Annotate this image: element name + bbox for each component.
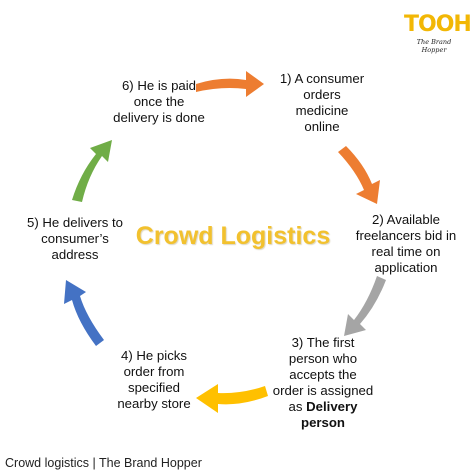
arrow-step4-to-step5 <box>64 280 104 346</box>
step-5-delivers: 5) He delivers to consumer’s address <box>10 215 140 263</box>
step-3-bold-person: person <box>301 415 345 430</box>
step-4-line: nearby store <box>117 396 191 411</box>
step-2-line: 2) Available <box>372 212 440 227</box>
step-5-line: consumer’s <box>41 231 109 246</box>
step-4-picks-order: 4) He picks order from specified nearby … <box>96 348 212 412</box>
step-6-line: once the <box>133 94 185 109</box>
step-3-as: as <box>288 399 303 414</box>
step-3-line: accepts the <box>289 367 357 382</box>
step-3-line: as Delivery <box>260 399 386 415</box>
step-6-paid: 6) He is paid once the delivery is done <box>96 78 222 126</box>
step-1-line: online <box>304 119 340 134</box>
step-1-line: orders <box>303 87 341 102</box>
step-4-line: order from <box>123 364 185 379</box>
step-2-freelancers-bid: 2) Available freelancers bid in real tim… <box>338 212 474 276</box>
step-3-line: person who <box>288 351 358 366</box>
logo-mark: TOOH <box>404 12 472 37</box>
step-1-consumer-orders: 1) A consumer orders medicine online <box>262 71 382 135</box>
step-2-line: application <box>374 260 438 275</box>
step-5-line: 5) He delivers to <box>26 215 123 230</box>
center-title: Crowd Logistics <box>135 222 331 250</box>
step-2-line: real time on <box>371 244 441 259</box>
step-3-bold-delivery: Delivery <box>306 399 358 414</box>
step-5-line: address <box>51 247 99 262</box>
step-4-line: 4) He picks <box>121 348 187 363</box>
step-3-line: order is assigned <box>272 383 374 398</box>
image-caption: Crowd logistics | The Brand Hopper <box>5 456 202 470</box>
arrow-step5-to-step6 <box>72 140 112 202</box>
step-3-first-acceptor: 3) The first person who accepts the orde… <box>260 335 386 431</box>
logo-tagline: The Brand Hopper <box>416 38 452 54</box>
step-4-line: specified <box>127 380 181 395</box>
arrow-step1-to-step2 <box>338 146 380 204</box>
arrow-step3-to-step4 <box>196 384 268 413</box>
arrow-step6-to-step1 <box>196 71 264 97</box>
step-1-line: 1) A consumer <box>279 71 365 86</box>
brand-logo: TOOH The Brand Hopper <box>404 12 472 55</box>
step-6-line: delivery is done <box>113 110 205 125</box>
step-3-line: person <box>260 415 386 431</box>
step-2-line: freelancers bid in <box>355 228 457 243</box>
step-1-line: medicine <box>295 103 349 118</box>
step-6-line: 6) He is paid <box>121 78 197 93</box>
step-3-line: 3) The first <box>291 335 355 350</box>
arrow-step2-to-step3 <box>344 276 386 336</box>
